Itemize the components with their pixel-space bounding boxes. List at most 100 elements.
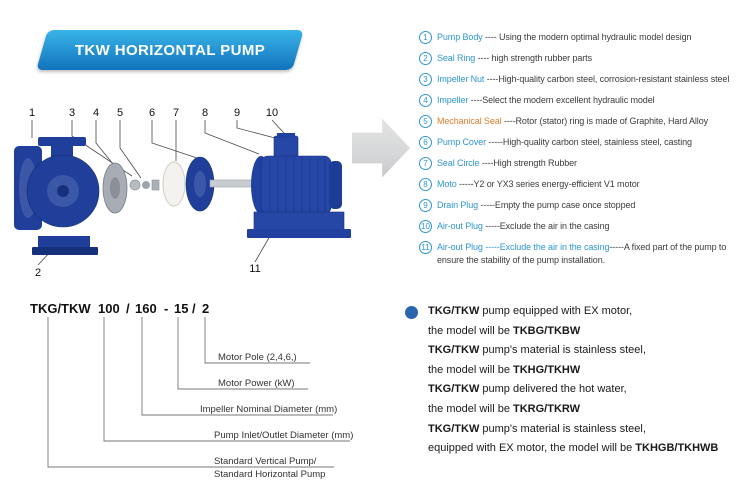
parts-list-item: 10 Air-out Plug -----Exclude the air in … [419, 220, 752, 233]
code-label-impeller-diameter: Impeller Nominal Diameter (mm) [200, 404, 337, 415]
code-separator: / [126, 301, 130, 316]
page-title: TKW HORIZONTAL PUMP [74, 41, 266, 59]
part-desc: -----A fixed part of the pump to ensure … [437, 242, 727, 265]
seal-and-nut-parts [129, 179, 160, 191]
part-name: Mechanical Seal [437, 116, 502, 126]
model-code-svg: TKG/TKW 100 / 160 - 15 / 2 Motor Pole (2… [30, 301, 353, 480]
parts-list-item: 9 Drain Plug -----Empty the pump case on… [419, 199, 752, 212]
bullet-circle-icon [405, 306, 418, 319]
model-code-text: TKG/TKW 100 / 160 - 15 / 2 [30, 301, 209, 316]
part-desc: ----Select the modern excellent hydrauli… [468, 95, 655, 105]
part-name: Pump Body [437, 32, 483, 42]
part-number-badge: 2 [419, 52, 432, 65]
part-number-label: 10 [266, 107, 278, 119]
parts-list-item: 3 Impeller Nut ----High-quality carbon s… [419, 73, 752, 86]
impeller [102, 162, 128, 214]
code-label-standard-horizontal: Standard Horizontal Pump [214, 469, 325, 480]
part-desc: -----Exclude the air in the casing [482, 221, 610, 231]
note-line: the model will be TKHG/TKHW [428, 361, 754, 381]
code-label-inlet-outlet: Pump Inlet/Outlet Diameter (mm) [214, 430, 353, 441]
part-desc: -----Y2 or YX3 series energy-efficient V… [456, 179, 640, 189]
note-text: pump delivered the hot water, [479, 383, 627, 396]
part-name: Pump Cover [437, 137, 487, 147]
code-label-motor-pole: Motor Pole (2,4,6,) [218, 352, 297, 363]
seal-circle-gasket [162, 161, 186, 207]
part-number-label: 7 [173, 107, 179, 119]
code-separator: / [192, 301, 196, 316]
code-segment: 15 [174, 301, 188, 316]
note-model-code: TKRG/TKRW [513, 402, 581, 415]
note-text: the model will be [428, 402, 513, 415]
pump-diagram-svg: 1 3 4 5 6 7 8 9 10 2 11 [14, 107, 351, 279]
part-number-label: 1 [29, 107, 35, 119]
part-name: Seal Circle [437, 158, 480, 168]
note-text: equipped with EX motor, the model will b… [428, 442, 636, 455]
note-text: the model will be [428, 363, 513, 376]
part-desc: ----Rotor (stator) ring is made of Graph… [501, 116, 709, 126]
note-text: the model will be [428, 324, 513, 337]
part-number-badge: 1 [419, 31, 432, 44]
note-model-code: TKG/TKW [428, 383, 480, 396]
note-model-code: TKG/TKW [428, 305, 480, 317]
diagram-part-numbers: 1 3 4 5 6 7 8 9 10 2 11 [29, 107, 278, 279]
part-number-label: 8 [202, 107, 208, 119]
part-number-badge: 9 [419, 199, 432, 212]
pump-casing [14, 137, 100, 255]
model-code-breakdown: TKG/TKW 100 / 160 - 15 / 2 Motor Pole (2… [18, 293, 418, 493]
part-name: Air-out Plug [437, 221, 483, 231]
note-model-code: TKHGB/TKHWB [635, 442, 719, 455]
note-model-code: TKBG/TKBW [513, 324, 581, 337]
note-line: TKG/TKW pump's material is stainless ste… [428, 341, 754, 361]
code-callout-labels: Motor Pole (2,4,6,) Motor Power (kW) Imp… [200, 352, 353, 480]
note-text: pump equipped with EX motor, [479, 305, 633, 317]
part-number-badge: 8 [419, 178, 432, 191]
part-name: Air-out Plug -----Exclude the air in the… [437, 242, 610, 252]
part-name: Moto [437, 179, 457, 189]
parts-list-item: 8 Moto -----Y2 or YX3 series energy-effi… [419, 178, 752, 191]
note-text: pump's material is stainless steel, [479, 344, 646, 357]
title-banner: TKW HORIZONTAL PUMP [42, 30, 298, 70]
right-arrow-icon [352, 118, 410, 178]
part-number-badge: 7 [419, 157, 432, 170]
part-number-badge: 11 [419, 241, 432, 254]
code-label-motor-power: Motor Power (kW) [218, 378, 295, 389]
code-series: TKG/TKW [30, 301, 91, 316]
code-segment: 2 [202, 301, 209, 316]
part-desc: ---- high strength rubber parts [475, 53, 593, 63]
parts-list-item: 7 Seal Circle ----High strength Rubber [419, 157, 752, 170]
part-desc: ---- Using the modern optimal hydraulic … [482, 32, 692, 42]
part-desc: -----High-quality carbon steel, stainles… [486, 137, 692, 147]
note-line: TKG/TKW pump equipped with EX motor, [428, 302, 754, 322]
part-number-label: 2 [35, 267, 41, 279]
note-text: pump's material is stainless steel, [479, 422, 646, 435]
motor [251, 133, 342, 215]
parts-list-item: 1 Pump Body ---- Using the modern optima… [419, 31, 752, 44]
motor-base [247, 211, 351, 238]
part-name: Impeller Nut [437, 74, 485, 84]
part-number-label: 5 [117, 107, 123, 119]
part-name: Seal Ring [437, 53, 476, 63]
code-label-standard-vertical: Standard Vertical Pump/ [214, 456, 317, 467]
part-number-badge: 3 [419, 73, 432, 86]
note-line: the model will be TKBG/TKBW [428, 322, 754, 342]
code-segment: 100 [98, 301, 120, 316]
pump-cover [185, 156, 215, 212]
part-desc: -----Empty the pump case once stopped [478, 200, 636, 210]
parts-list-item: 2 Seal Ring ---- high strength rubber pa… [419, 52, 752, 65]
model-variant-notes: TKG/TKW pump equipped with EX motor, the… [402, 302, 754, 459]
note-line: the model will be TKRG/TKRW [428, 400, 754, 420]
part-number-label: 6 [149, 107, 155, 119]
parts-list-item: 6 Pump Cover -----High-quality carbon st… [419, 136, 752, 149]
part-desc: ----High strength Rubber [479, 158, 577, 168]
note-line: equipped with EX motor, the model will b… [428, 439, 754, 459]
note-model-code: TKG/TKW [428, 422, 480, 435]
part-number-label: 11 [249, 263, 260, 275]
part-desc: ----High-quality carbon steel, corrosion… [484, 74, 730, 84]
parts-list-item: 5 Mechanical Seal ----Rotor (stator) rin… [419, 115, 752, 128]
part-number-badge: 4 [419, 94, 432, 107]
pump-exploded-diagram: 1 3 4 5 6 7 8 9 10 2 11 [8, 88, 353, 293]
part-number-label: 4 [93, 107, 99, 119]
parts-list: 1 Pump Body ---- Using the modern optima… [419, 31, 752, 275]
parts-list-item: 11 Air-out Plug -----Exclude the air in … [419, 241, 752, 267]
part-name: Drain Plug [437, 200, 479, 210]
